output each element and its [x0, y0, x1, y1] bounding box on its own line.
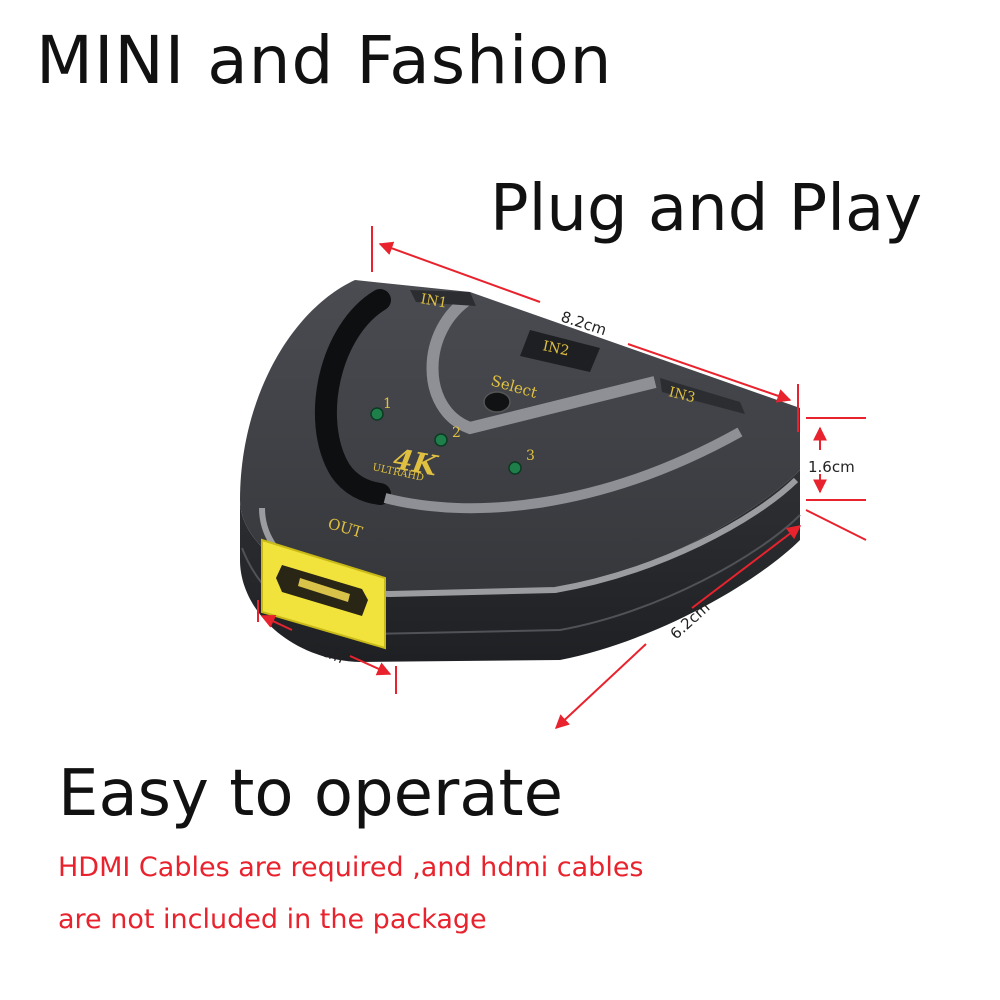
port-label-in3: IN3 [667, 384, 697, 406]
port-tab-in1 [410, 290, 476, 306]
led-indicator-3 [508, 461, 522, 475]
subtitle-plug-and-play: Plug and Play [490, 172, 923, 246]
dimension-lines [257, 226, 867, 729]
dimension-height-label: 1.6cm [808, 458, 855, 476]
port-label-in1: IN1 [419, 291, 448, 311]
hdmi-out-pins [298, 578, 350, 602]
port-tab-in2 [520, 330, 600, 372]
port-tab-in3 [660, 378, 745, 414]
device-top [240, 280, 800, 594]
inner-black-arc [314, 289, 391, 505]
cable-note-line-1: HDMI Cables are required ,and hdmi cable… [58, 852, 644, 883]
led-number-2: 2 [452, 425, 461, 441]
led-indicator-1 [370, 407, 384, 421]
led-number-3: 3 [526, 448, 535, 464]
led-indicator-2 [434, 433, 448, 447]
select-button[interactable] [483, 391, 511, 413]
port-label-in2: IN2 [541, 338, 570, 359]
headline-easy-to-operate: Easy to operate [58, 757, 563, 831]
led-number-1: 1 [383, 396, 392, 412]
cable-note-line-2: are not included in the package [58, 904, 487, 935]
page-title: MINI and Fashion [36, 22, 613, 99]
lower-grey-curve [383, 427, 743, 514]
badge-4k: 4K [391, 442, 442, 482]
inner-grey-arc [426, 292, 657, 435]
